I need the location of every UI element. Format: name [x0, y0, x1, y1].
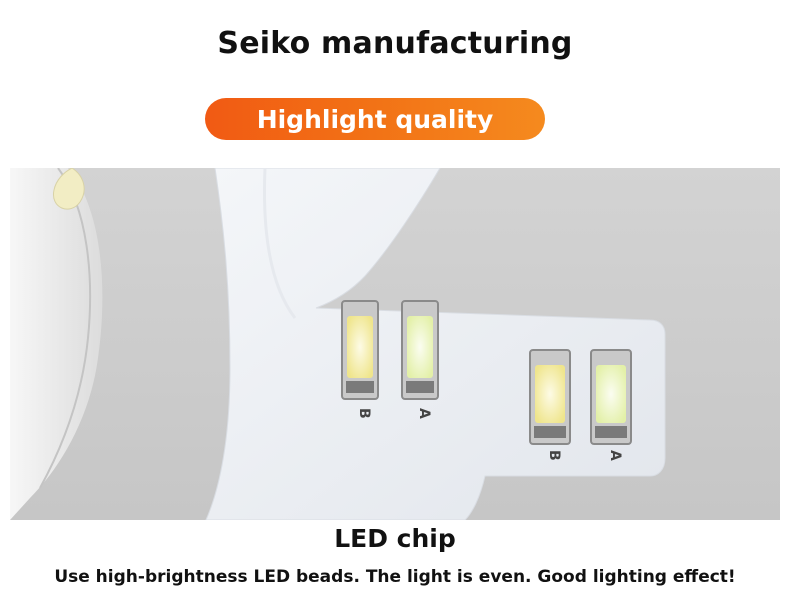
headline: Seiko manufacturing [217, 26, 573, 61]
led-bead-2-icon [401, 300, 439, 400]
led-label-b-2: B [546, 450, 562, 461]
led-board-photo: B A B A [10, 168, 780, 520]
section-description: Use high-brightness LED beads. The light… [54, 567, 736, 587]
led-bead-3-icon [529, 349, 571, 445]
highlight-badge: Highlight quality [205, 98, 545, 140]
led-bead-4-icon [590, 349, 632, 445]
led-label-a-1: A [416, 408, 432, 419]
led-bead-1-icon [341, 300, 379, 400]
highlight-badge-label: Highlight quality [256, 104, 494, 134]
led-label-a-2: A [607, 450, 623, 461]
led-label-b-1: B [356, 408, 372, 419]
section-title: LED chip [334, 524, 456, 553]
